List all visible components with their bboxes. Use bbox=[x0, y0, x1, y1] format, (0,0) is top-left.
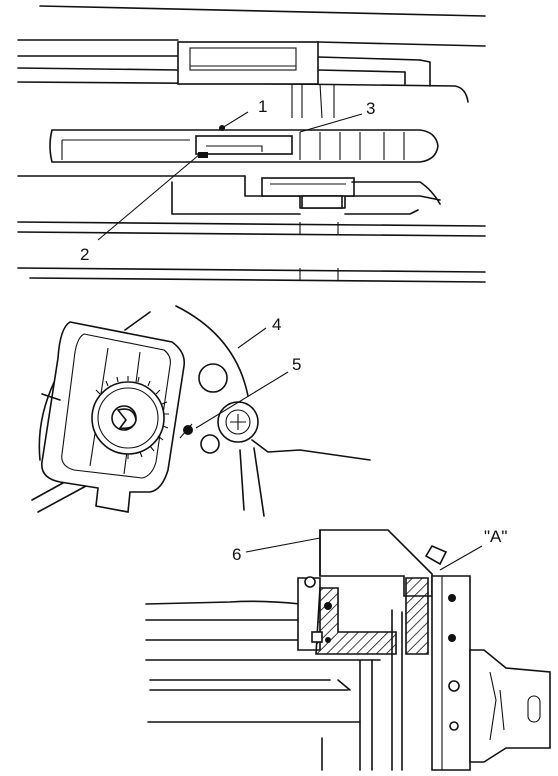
callout-a: "A" bbox=[484, 527, 507, 546]
gear bbox=[91, 376, 169, 459]
callout-3: 3 bbox=[366, 99, 375, 118]
callout-6: 6 bbox=[232, 545, 241, 564]
callout-2: 2 bbox=[80, 245, 89, 264]
panel-section-view bbox=[145, 529, 551, 771]
callout-5: 5 bbox=[292, 355, 301, 374]
panel-gear-mechanism bbox=[31, 305, 371, 517]
callout-1: 1 bbox=[258, 97, 267, 116]
callout-4: 4 bbox=[272, 315, 281, 334]
panel-top-view bbox=[17, 5, 486, 283]
